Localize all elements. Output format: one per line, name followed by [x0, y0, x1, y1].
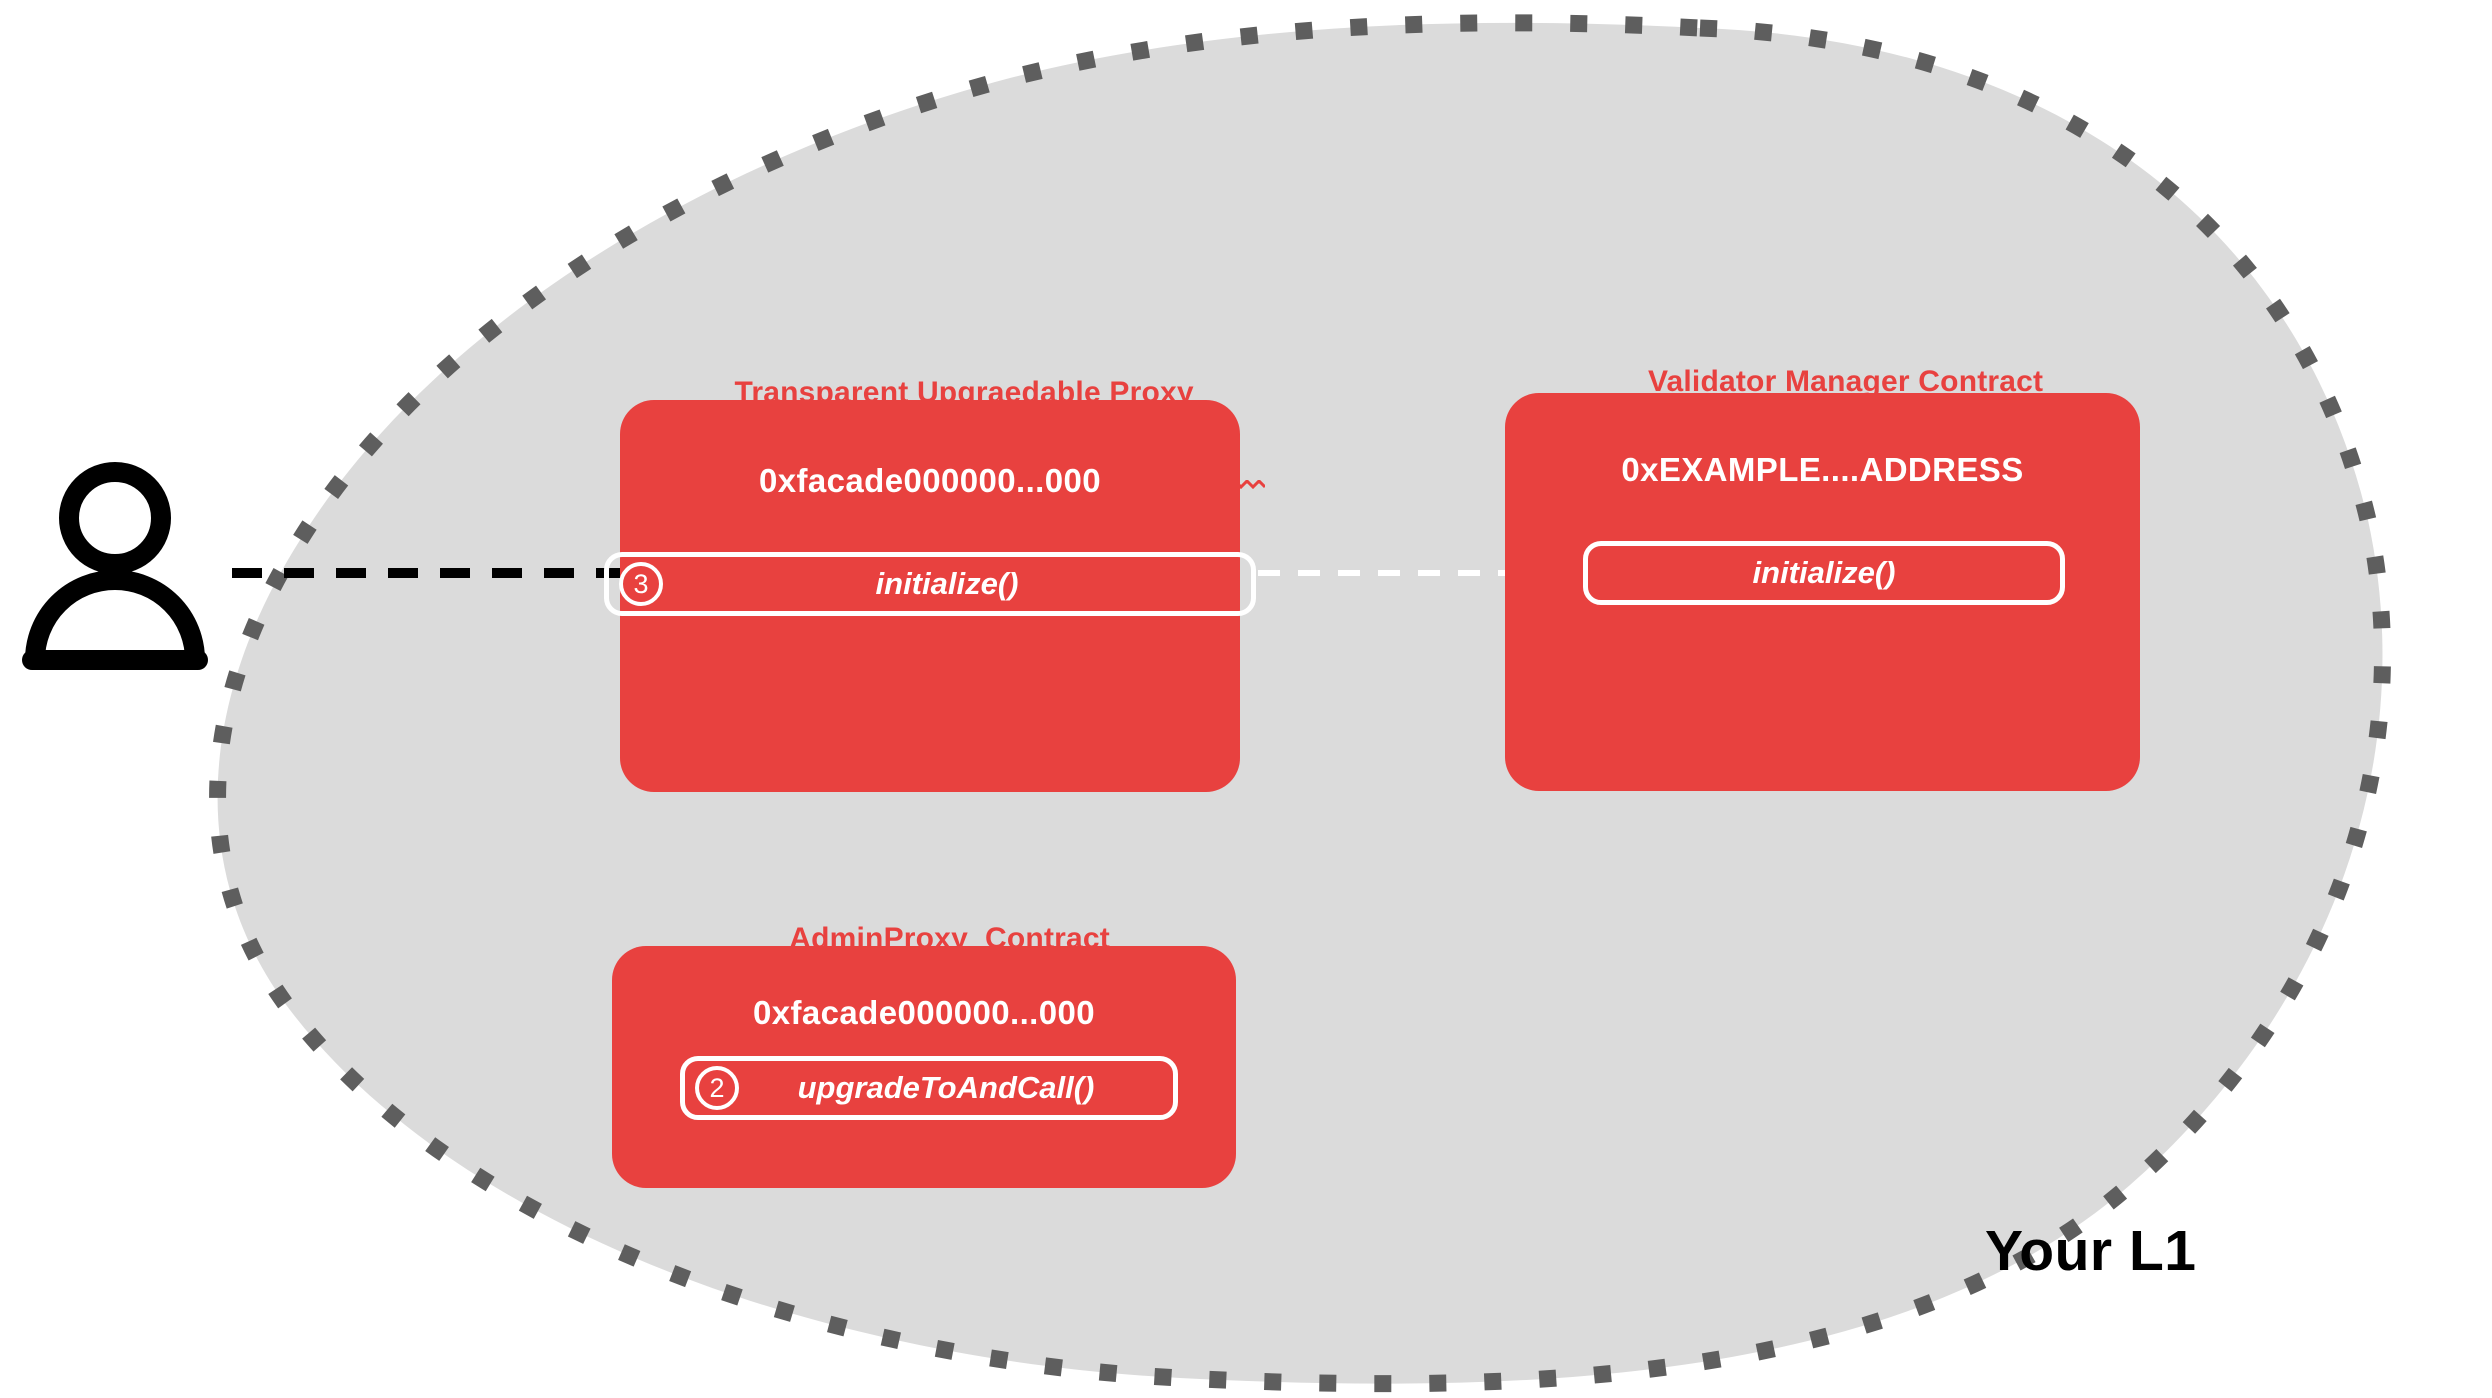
contract-box: 0xfacade000000...000 2 upgradeToAndCall(… [612, 946, 1236, 1188]
person-icon [22, 462, 208, 670]
contract-title-line1: Validator Manager Contract [1647, 365, 2044, 398]
method-initialize[interactable]: 3 initialize() [604, 552, 1256, 616]
step-badge: 3 [619, 562, 663, 606]
contract-address: 0xEXAMPLE....ADDRESS [1621, 451, 2024, 488]
region-label: Your L1 [1985, 1219, 2197, 1283]
method-label: upgradeToAndCall() [797, 1070, 1095, 1105]
contract-box: 0xfacade000000...000 3 initialize() [604, 400, 1256, 792]
contract-title: Validator Manager Contract [1500, 325, 2140, 439]
user-actor [20, 460, 210, 670]
method-label: initialize() [1752, 555, 1896, 590]
contract-address: 0xfacade000000...000 [753, 994, 1095, 1031]
step-badge: 2 [695, 1066, 739, 1110]
method-label: initialize() [875, 566, 1019, 601]
contract-address: 0xfacade000000...000 [759, 462, 1101, 499]
method-initialize[interactable]: initialize() [1583, 541, 2065, 605]
contract-box: 0xEXAMPLE....ADDRESS initialize() [1505, 393, 2140, 791]
method-upgrade-to-and-call[interactable]: 2 upgradeToAndCall() [680, 1056, 1178, 1120]
